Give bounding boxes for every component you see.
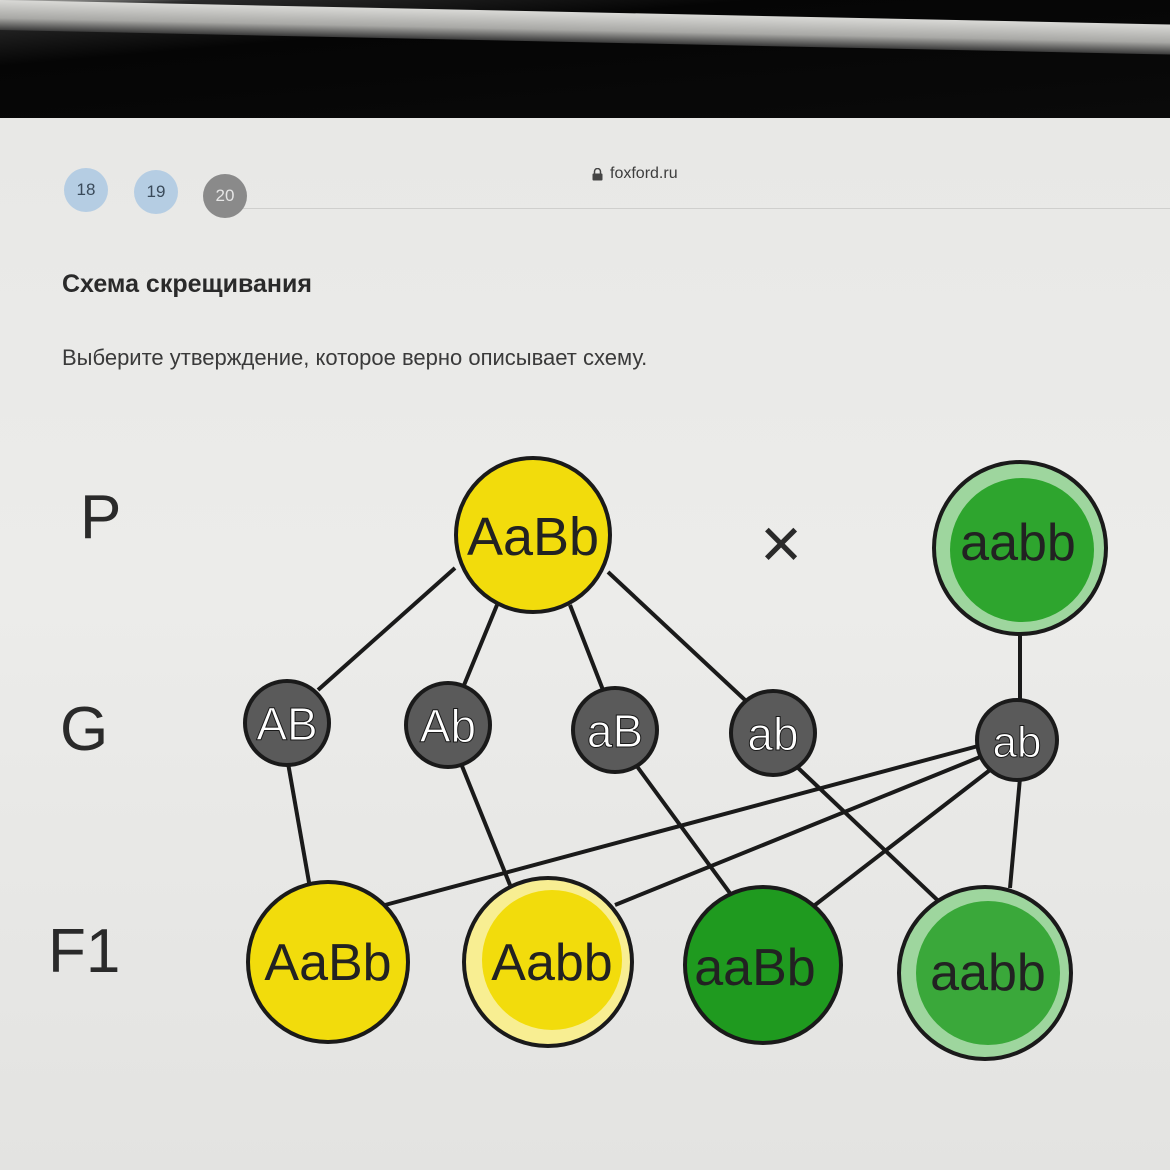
offspring-circle-aabb-2 — [482, 890, 622, 1030]
page-button-18[interactable]: 18 — [64, 168, 108, 212]
line-g-ab-f2 — [460, 765, 512, 886]
page-button-19[interactable]: 19 — [134, 170, 178, 214]
gamete-label: ab — [747, 708, 798, 760]
line-p1-ab — [460, 604, 499, 691]
question-title: Схема скрещивания — [62, 270, 312, 298]
line-g2-f2 — [614, 753, 986, 907]
parent1-genotype: AaBb — [467, 507, 599, 567]
row-label-f1: F1 — [48, 917, 120, 986]
cross-symbol: × — [760, 504, 802, 584]
gamete-circle — [729, 689, 817, 777]
offspring-genotype: aabb — [930, 944, 1046, 1002]
page-button-20[interactable]: 20 — [203, 174, 247, 218]
gamete-parent2-label: ab — [993, 718, 1042, 767]
offspring-genotype: AaBb — [264, 934, 391, 992]
offspring-circle-aabb-3 — [683, 885, 843, 1045]
offspring-genotype: aaBb — [694, 939, 815, 997]
parent1-circle — [454, 456, 612, 614]
scheme-lines — [286, 566, 1022, 914]
gamete-circle — [404, 681, 492, 769]
url-text: foxford.ru — [610, 165, 678, 182]
gamete-label: aB — [587, 705, 643, 757]
line-p1-ab-lower — [606, 570, 747, 702]
lock-icon — [592, 168, 603, 181]
line-g-ab-f3 — [634, 763, 737, 902]
line-p1-ab-cap — [568, 604, 605, 691]
line-p1-ab-upper — [316, 566, 457, 692]
gamete-parent2-circle — [975, 698, 1059, 782]
offspring-circle-aabb-1 — [246, 880, 410, 1044]
parent2-genotype: aabb — [960, 514, 1076, 572]
gamete-label: Ab — [420, 700, 476, 752]
gamete-circle — [571, 686, 659, 774]
line-g2-f1 — [384, 743, 983, 907]
parent2-circle — [950, 478, 1094, 622]
gamete-circle — [243, 679, 331, 767]
line-g2-f4 — [1008, 777, 1022, 889]
row-label-g: G — [60, 695, 108, 764]
offspring-circle-aabb-4 — [916, 901, 1060, 1045]
line-g2-f3 — [813, 768, 992, 907]
line-g-ab-f1 — [286, 762, 312, 889]
offspring-genotype: Aabb — [491, 934, 612, 992]
toolbar-divider — [230, 208, 1170, 209]
row-label-p: P — [80, 483, 121, 552]
address-bar[interactable]: foxford.ru — [0, 118, 1170, 210]
gamete-label: AB — [256, 698, 317, 750]
question-prompt: Выберите утверждение, которое верно опис… — [62, 345, 648, 370]
